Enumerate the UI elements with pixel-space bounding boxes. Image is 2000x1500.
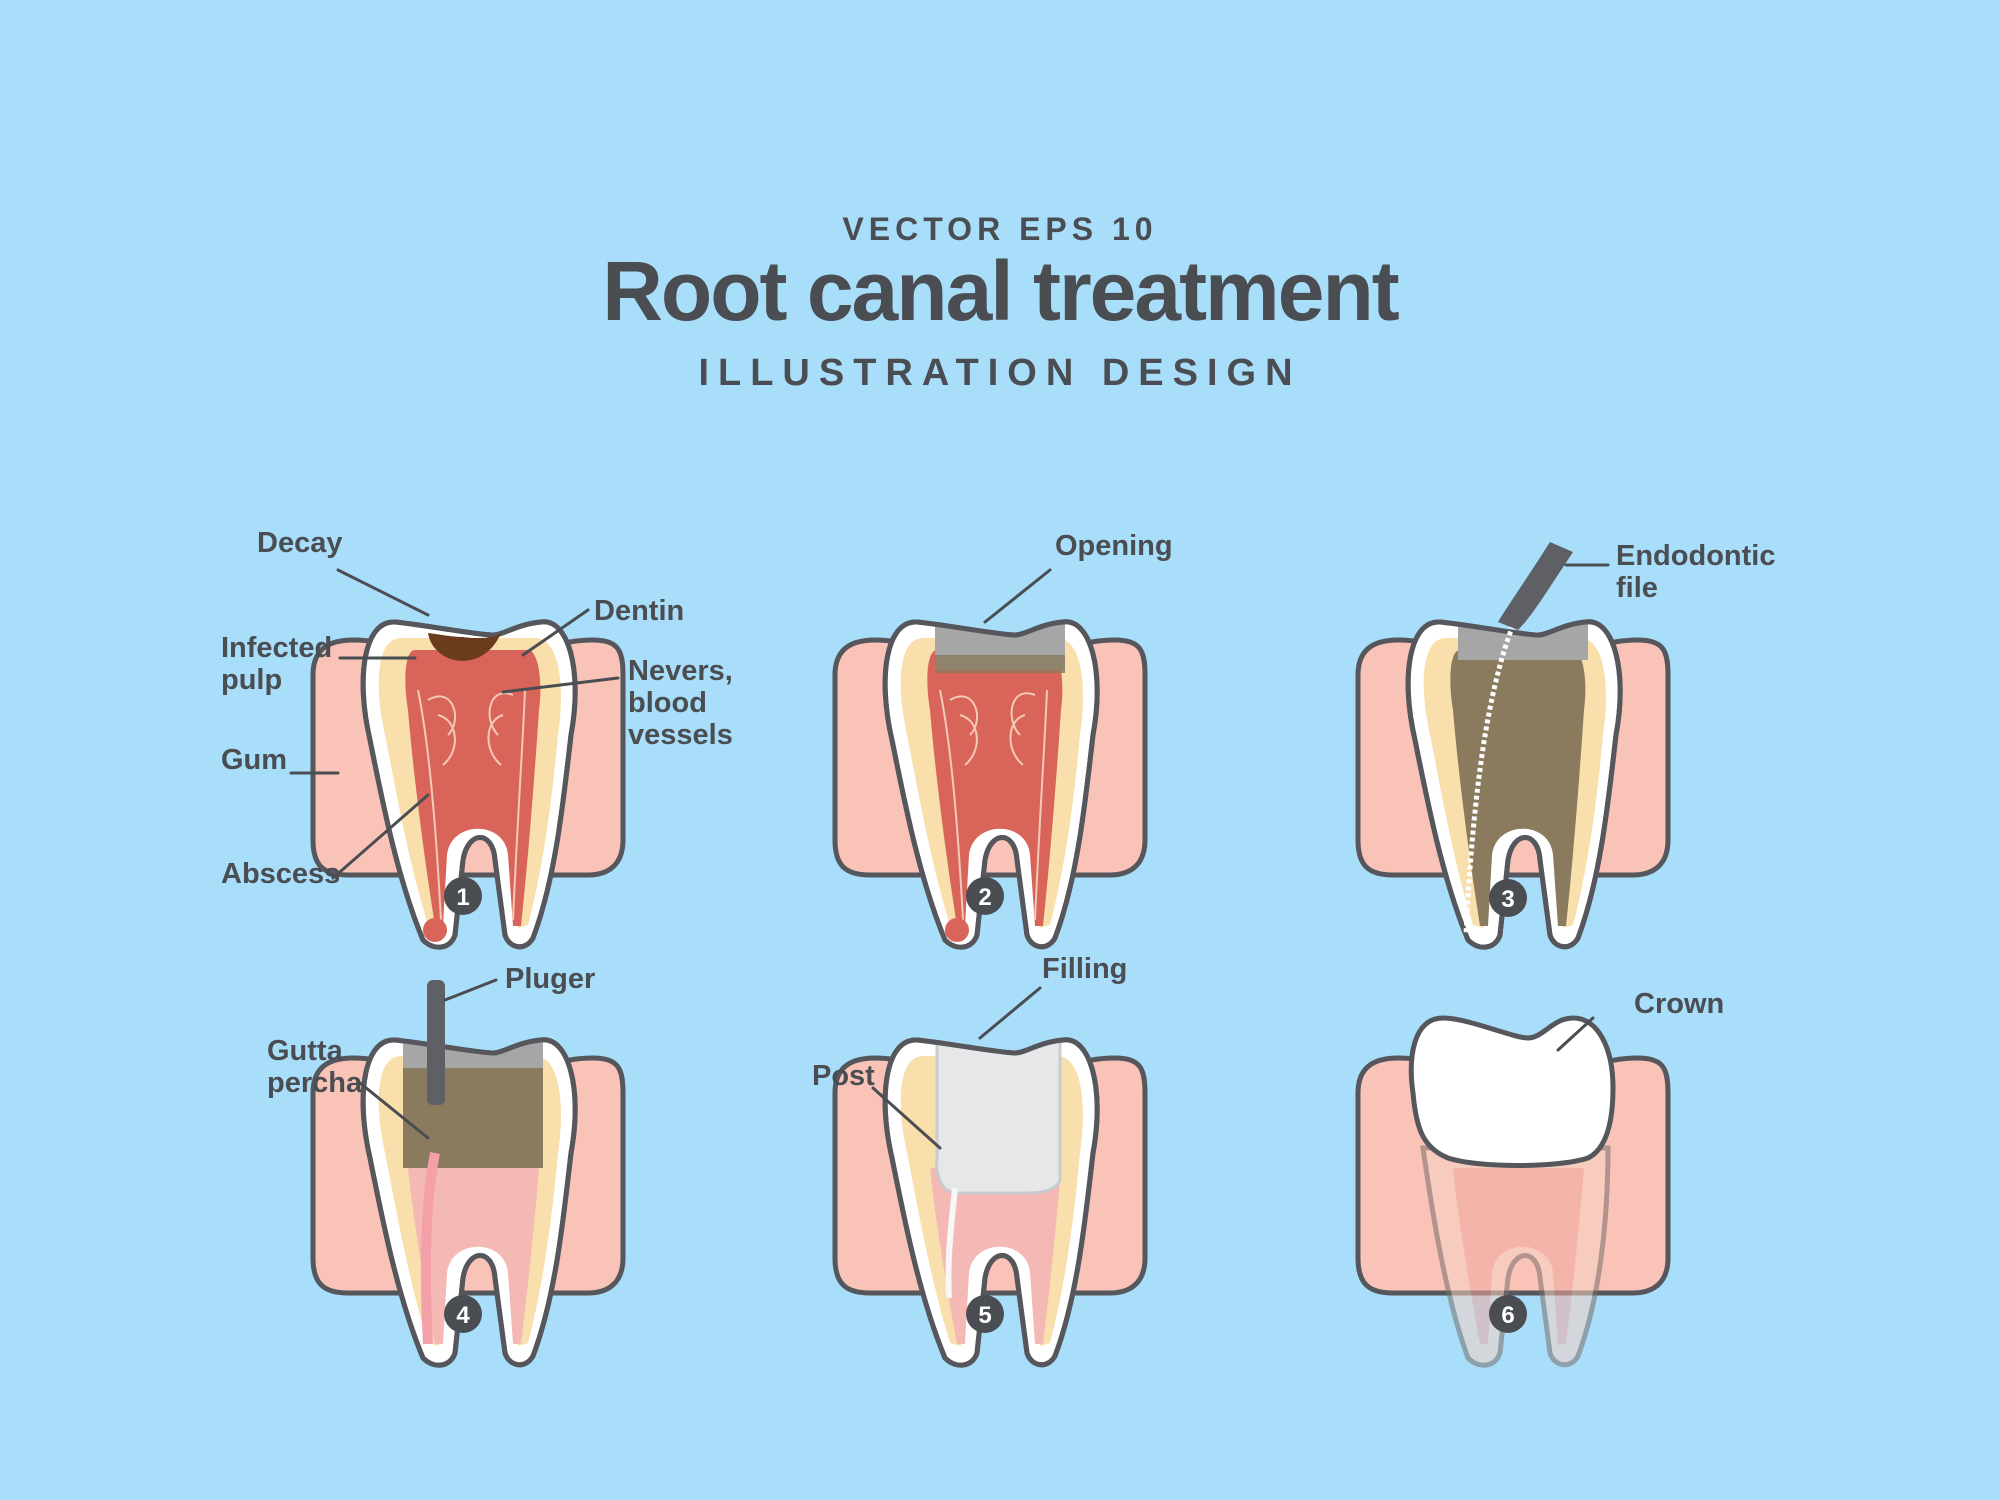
leader-filling	[978, 986, 1042, 1040]
pulp	[927, 650, 1063, 926]
label-decay: Decay	[257, 527, 342, 559]
filled-canal	[403, 1068, 543, 1168]
label-gum: Gum	[221, 744, 287, 776]
step-number-badge	[966, 877, 1004, 915]
nerve-line	[487, 692, 514, 766]
header-subtitle: ILLUSTRATION DESIGN	[698, 352, 1301, 394]
step-number: 5	[978, 1302, 991, 1329]
label-infected: Infected	[221, 632, 332, 664]
label-blood: blood	[628, 687, 707, 719]
plugger-instrument	[427, 980, 445, 1105]
label-crown: Crown	[1634, 988, 1724, 1020]
leader-pluger	[443, 978, 498, 1002]
nerve-line	[427, 695, 457, 766]
label-filling: Filling	[1042, 953, 1127, 985]
canal-root-gum	[408, 1168, 539, 1344]
step-number: 1	[456, 884, 469, 911]
label-gutta: Gutta	[267, 1035, 344, 1067]
step-number: 3	[1501, 886, 1514, 913]
canal-root-gum	[930, 1168, 1061, 1344]
endodontic-file-needle	[1463, 624, 1516, 936]
leader-nerves	[501, 676, 620, 694]
filling-material	[935, 1039, 1062, 1195]
label-vessels: vessels	[628, 719, 733, 751]
post	[945, 1187, 958, 1299]
step-1: Decay Dentin Infected pulp Nevers, blood…	[221, 527, 733, 947]
label-post: Post	[812, 1060, 875, 1092]
step-4: Pluger Gutta percha 4	[267, 963, 623, 1365]
step-number-badge	[966, 1295, 1004, 1333]
endodontic-file-handle	[1498, 542, 1573, 630]
header-top: VECTOR EPS 10	[842, 211, 1157, 247]
nerve-line	[417, 689, 442, 921]
page-title: Root canal treatment	[602, 244, 1399, 338]
label-nerves: Nevers,	[628, 655, 733, 687]
label-opening: Opening	[1055, 530, 1173, 562]
crown	[1408, 1015, 1616, 1168]
leader-gutta-percha	[358, 1081, 430, 1140]
leader-crown	[1556, 1016, 1595, 1052]
leader-decay	[336, 568, 430, 617]
step-number: 2	[978, 884, 991, 911]
step-number-badge	[444, 877, 482, 915]
label-file: file	[1616, 572, 1658, 604]
abscess-spot	[423, 918, 447, 942]
label-endodontic: Endodontic	[1616, 540, 1775, 572]
label-pulp: pulp	[221, 664, 282, 696]
step-2: Opening 2	[835, 530, 1173, 947]
label-percha: percha	[267, 1067, 363, 1099]
leader-abscess	[331, 793, 430, 880]
leader-dentin	[521, 608, 590, 657]
step-5: Filling Post 5	[812, 953, 1145, 1365]
leader-opening	[983, 568, 1052, 624]
nerve-line	[512, 689, 526, 921]
infected-pulp	[405, 650, 541, 926]
leader-post	[871, 1086, 942, 1150]
step-number: 6	[1501, 1302, 1514, 1329]
step-3: Endodontic file 3	[1358, 540, 1775, 947]
step-number-badge	[1489, 1295, 1527, 1333]
step-number-badge	[444, 1295, 482, 1333]
step-number-badge	[1489, 879, 1527, 917]
label-pluger: Pluger	[505, 963, 595, 995]
label-dentin: Dentin	[594, 595, 684, 627]
faded-root	[1420, 1145, 1611, 1368]
decay-area	[428, 633, 501, 661]
step-6: Crown 6	[1358, 988, 1724, 1368]
gutta-percha	[420, 1152, 440, 1345]
cleaned-canal	[1450, 650, 1586, 926]
label-abscess: Abscess	[221, 858, 340, 890]
step-number: 4	[456, 1302, 470, 1329]
